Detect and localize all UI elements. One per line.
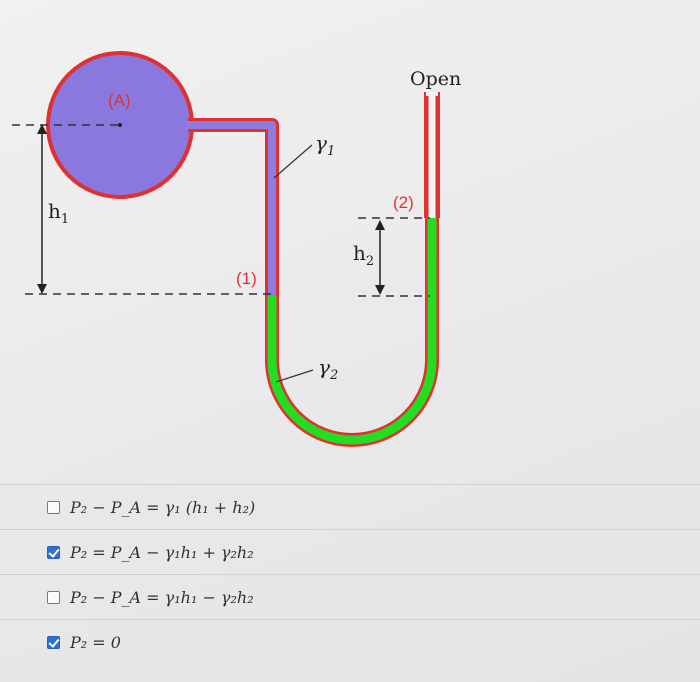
gamma2-label: γ2 (318, 355, 338, 383)
h2-arrow-head-top (375, 220, 385, 230)
pipe-outline (188, 118, 279, 296)
option-2[interactable]: P₂ = P_A − γ₁h₁ + γ₂h₂ (0, 529, 700, 574)
option-3-checkbox[interactable] (47, 590, 60, 604)
u-tube-outline (265, 96, 439, 447)
option-2-text: P₂ = P_A − γ₁h₁ + γ₂h₂ (70, 542, 254, 562)
manometer-diagram: (A) Open (1) (2) h1 h2 γ1 γ2 (12, 51, 461, 447)
tank-label: (A) (108, 91, 131, 110)
point2-label: (2) (393, 193, 414, 212)
h1-label: h1 (48, 199, 69, 227)
tank-center-dot (118, 123, 122, 127)
option-1-checkbox[interactable] (47, 500, 60, 514)
option-1-text: P₂ − P_A = γ₁ (h₁ + h₂) (70, 497, 256, 517)
option-2-checkbox[interactable] (47, 545, 60, 559)
open-label: Open (410, 68, 461, 90)
option-4-checkbox[interactable] (47, 635, 60, 649)
gamma1-leader (273, 144, 313, 179)
option-3-text: P₂ − P_A = γ₁h₁ − γ₂h₂ (70, 587, 254, 607)
pipe-fluid1 (186, 121, 276, 296)
h2-label: h2 (353, 241, 374, 269)
point1-label: (1) (236, 269, 257, 288)
option-3[interactable]: P₂ − P_A = γ₁h₁ − γ₂h₂ (0, 574, 700, 619)
option-4-text: P₂ = 0 (70, 632, 121, 652)
gamma2-leader (275, 369, 314, 383)
answer-options: P₂ − P_A = γ₁ (h₁ + h₂) P₂ = P_A − γ₁h₁ … (0, 484, 700, 664)
h1-arrow-head-top (37, 124, 47, 134)
option-1[interactable]: P₂ − P_A = γ₁ (h₁ + h₂) (0, 484, 700, 529)
gamma1-label: γ1 (315, 131, 335, 159)
fluid2 (267, 218, 437, 445)
h2-arrow-head-bottom (375, 285, 385, 295)
h1-arrow-head-bottom (37, 284, 47, 294)
option-4[interactable]: P₂ = 0 (0, 619, 700, 664)
